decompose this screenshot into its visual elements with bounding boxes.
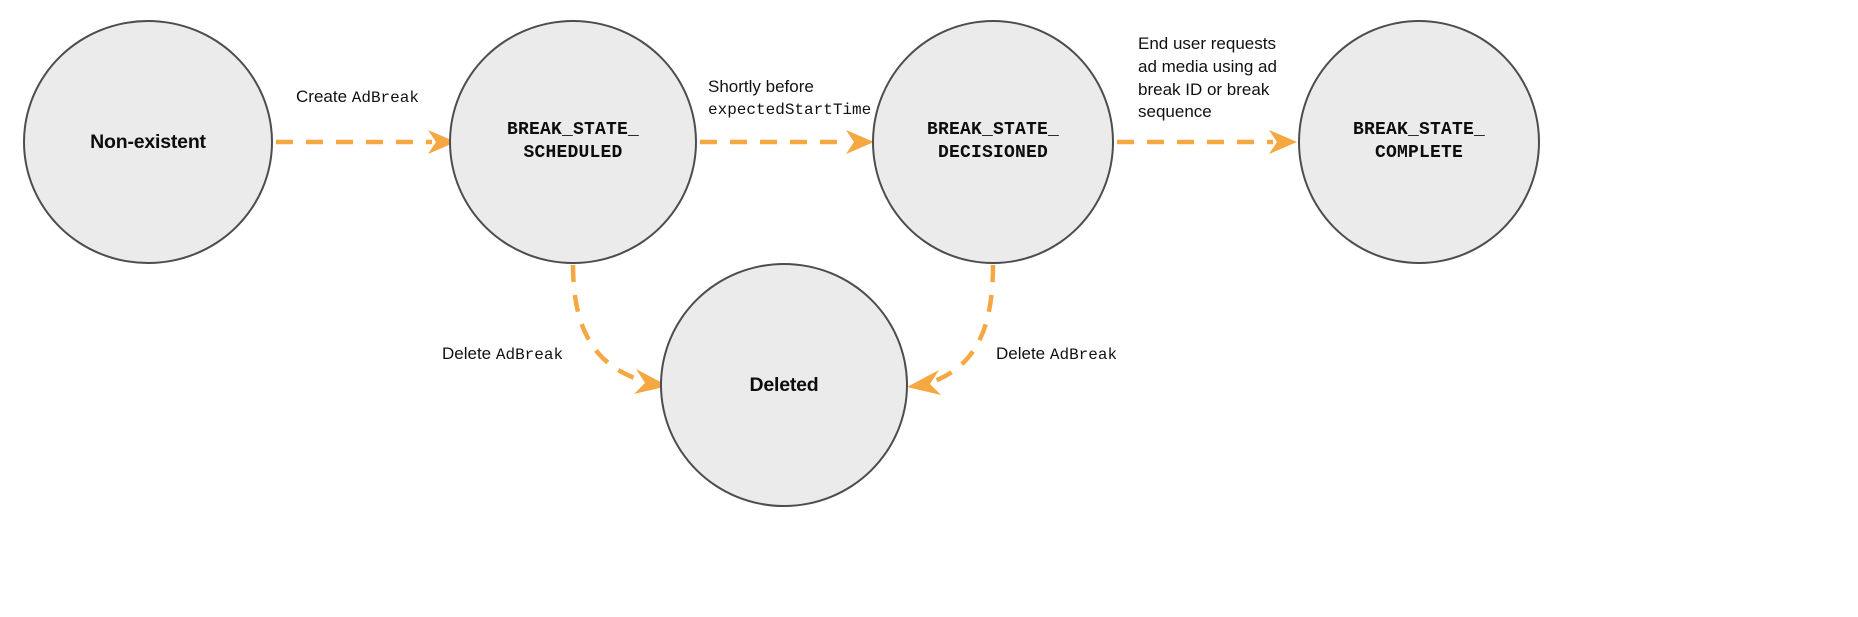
edge-label-run: ad media using ad [1138,56,1277,76]
edge-label-run: End user requests [1138,34,1276,53]
arrowhead-delete-from-scheduled [634,369,668,394]
edge-shortly-before [700,130,874,154]
edge-label-line: Shortly before [708,76,871,99]
edge-label-line: Create AdBreak [296,86,419,109]
edge-label-line: break ID or break [1138,79,1277,102]
edge-label-run: AdBreak [1049,346,1118,364]
edge-label-run: Delete [442,344,496,363]
node-break-state-decisioned[interactable]: BREAK_STATE_ DECISIONED [872,20,1114,264]
edge-label-run: Shortly before [708,77,814,96]
edge-label-run: break ID or break [1138,79,1270,99]
edge-delete-adbreak-from-decisioned [907,264,996,395]
arrowhead-shortly-before [846,130,874,154]
edge-label-run: Create [296,87,352,106]
node-label-break-state-scheduled: BREAK_STATE_ SCHEDULED [506,119,640,163]
node-label-non-existent: Non-existent [90,130,206,153]
edge-label-run: Delete [996,344,1050,363]
edge-label-delete-adbreak-from-scheduled: Delete AdBreak [442,343,563,366]
edge-label-run: expectedStartTime [708,100,872,119]
edge-create-adbreak [276,130,456,154]
arrowhead-create-adbreak [428,130,456,154]
edge-label-shortly-before-expected-start-time: Shortly before expectedStartTime [708,76,871,121]
edge-label-line: expectedStartTime [708,99,871,121]
edge-label-create-adbreak: Create AdBreak [296,86,419,109]
node-break-state-scheduled[interactable]: BREAK_STATE_ SCHEDULED [449,20,697,264]
node-label-break-state-decisioned: BREAK_STATE_ DECISIONED [926,119,1060,163]
node-label-break-state-complete: BREAK_STATE_ COMPLETE [1352,119,1486,163]
edge-label-end-user-requests-ad-media: End user requests ad media using ad break … [1138,33,1277,124]
node-break-state-complete[interactable]: BREAK_STATE_ COMPLETE [1298,20,1540,264]
edge-label-run: sequence [1138,102,1212,122]
edge-label-line: ad media using ad [1138,56,1277,79]
edge-label-run: AdBreak [495,346,564,364]
edge-label-delete-adbreak-from-decisioned: Delete AdBreak [996,343,1117,366]
node-non-existent[interactable]: Non-existent [23,20,273,264]
edge-label-line: Delete AdBreak [442,343,563,366]
edge-label-line: sequence [1138,101,1277,124]
edge-label-run: AdBreak [351,89,419,107]
edge-label-line: End user requests [1138,33,1277,56]
arrowhead-delete-from-decisioned [907,370,941,395]
edge-delete-adbreak-from-scheduled [570,264,668,394]
node-label-deleted: Deleted [749,373,819,396]
node-deleted[interactable]: Deleted [660,263,908,507]
arrowhead-end-user-requests [1269,130,1297,154]
edge-label-line: Delete AdBreak [996,343,1117,366]
edge-end-user-requests [1117,130,1297,154]
